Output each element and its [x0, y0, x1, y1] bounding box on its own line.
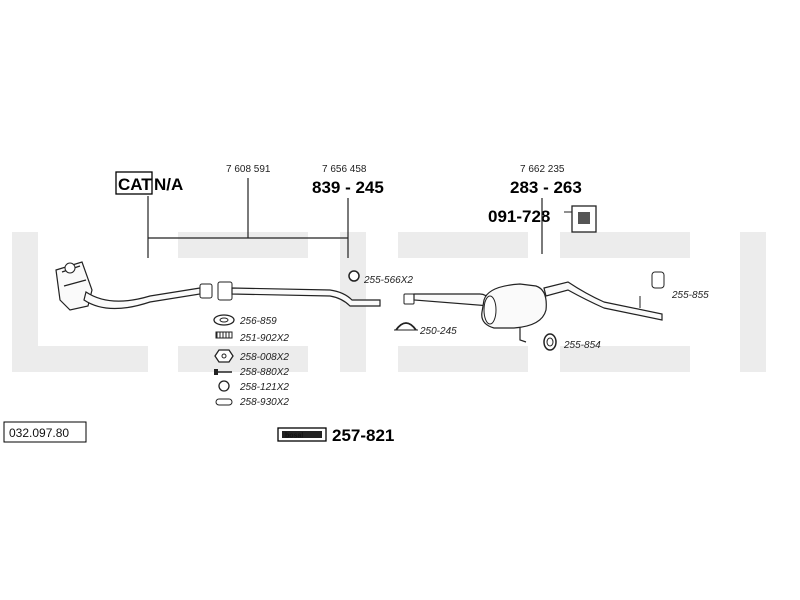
front-pipe	[83, 287, 201, 310]
middle-pipe	[231, 287, 381, 307]
mounting-kit: bosal 257-821	[277, 426, 394, 445]
joint-sleeve	[403, 293, 415, 305]
nut-icon	[214, 349, 234, 363]
bolt-icon	[214, 369, 232, 375]
hanger-rubber-icon	[639, 271, 665, 308]
fitting-label: 256-859	[239, 316, 277, 327]
clip-icon	[215, 398, 233, 406]
ref-number-c: 7 662 235	[520, 164, 565, 175]
part-hanger-right: 255-855	[671, 290, 709, 301]
kit-brand: bosal	[285, 433, 303, 440]
diagram-id-box: 032.097.80	[3, 421, 87, 443]
group-number-b: 839 - 245	[312, 178, 384, 197]
fitting-label: 251-902X2	[239, 333, 289, 344]
ref-number-b: 7 656 458	[322, 164, 367, 175]
flange-joint	[199, 281, 233, 301]
part-clamp-mid: 250-245	[419, 326, 457, 337]
clamp-ring-icon	[348, 270, 360, 282]
cat-label-text: CAT	[118, 175, 152, 194]
washer-icon	[218, 380, 230, 392]
part-clamp-ring: 255-566X2	[363, 275, 413, 286]
kit-number: 257-821	[332, 426, 394, 445]
cat-label: CAT N/A	[115, 171, 183, 195]
ref-number-a: 7 608 591	[226, 164, 271, 175]
fittings-list: 256-859 251-902X2 258-008X2 258-880X2 25…	[213, 314, 289, 408]
fitting-label: 258-121X2	[239, 382, 289, 393]
bracket-lines	[147, 178, 543, 258]
catalytic-converter	[55, 261, 93, 311]
fitting-label: 258-008X2	[239, 352, 289, 363]
fitting-label: 258-930X2	[239, 397, 289, 408]
rear-silencer	[413, 281, 663, 343]
u-clamp-icon	[394, 322, 418, 331]
group-number-c: 283 - 263	[510, 178, 582, 197]
diagram-id: 032.097.80	[9, 426, 69, 440]
group-number-c-sub: 091-728	[488, 207, 550, 226]
gasket-icon	[213, 314, 235, 326]
spring-icon	[215, 331, 233, 339]
cat-value-text: N/A	[154, 175, 183, 194]
fitting-label: 258-880X2	[239, 367, 289, 378]
part-rubber-ring: 255-854	[563, 340, 601, 351]
hanger-bracket-icon	[564, 205, 597, 233]
rubber-ring-icon	[543, 333, 557, 351]
